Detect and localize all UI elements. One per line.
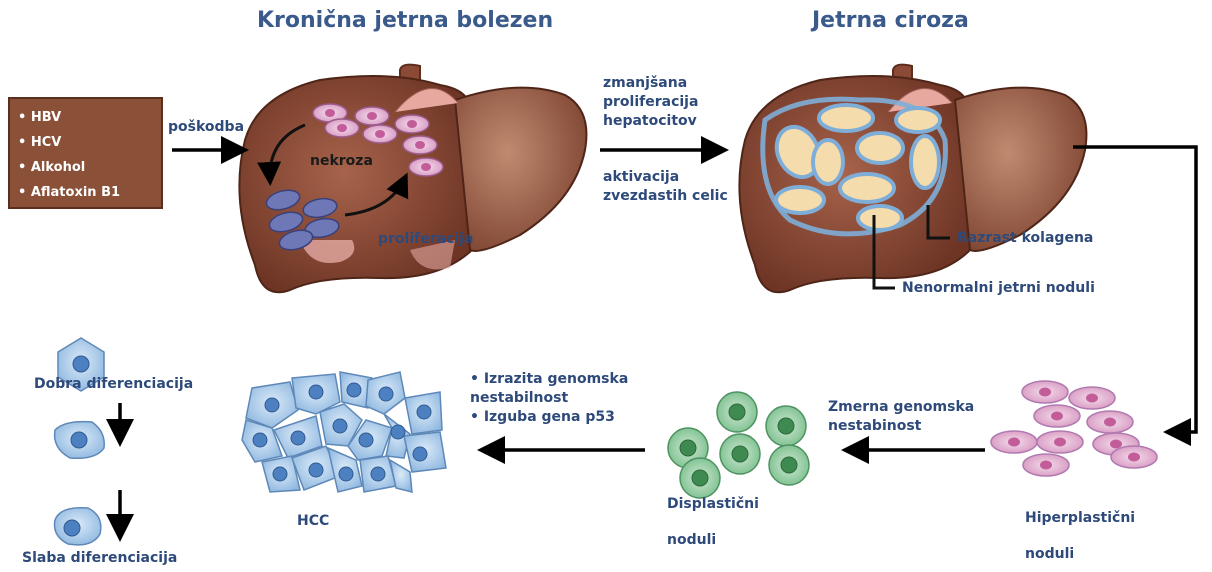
label-necrosis: nekroza — [310, 152, 373, 170]
cause-aflatoxin: • Aflatoxin B1 — [18, 180, 153, 205]
cause-hcv: • HCV — [18, 130, 153, 155]
label-hyperplastic-nodules: Hiperplastični noduli — [1025, 500, 1135, 572]
liver-chronic — [239, 65, 586, 293]
label-poor-differentiation: Slaba diferenciacija — [22, 549, 177, 567]
cause-hbv: • HBV — [18, 105, 153, 130]
poorly-differentiated-cell — [55, 508, 101, 545]
label-abnormal-nodules: Nenormalni jetrni noduli — [902, 279, 1095, 297]
hcc-cell-cluster — [242, 372, 446, 492]
label-hcc: HCC — [297, 512, 329, 530]
label-marked-instability: • Izrazita genomska nestabilnost • Izgub… — [470, 370, 628, 427]
hyperplastic-cells — [991, 381, 1157, 476]
label-injury: poškodba — [168, 118, 244, 136]
label-good-differentiation: Dobra diferenciacija — [34, 375, 193, 393]
title-chronic-liver-disease: Kronična jetrna bolezen — [257, 8, 553, 33]
label-collagen: Razrast kolagena — [957, 229, 1093, 247]
cause-alcohol: • Alkohol — [18, 155, 153, 180]
dysplastic-cells — [668, 392, 809, 498]
title-liver-cirrhosis: Jetrna ciroza — [812, 8, 969, 33]
label-proliferation: proliferacija — [378, 230, 473, 248]
intermediate-cell — [55, 422, 105, 459]
label-stellate-activation: aktivacija zvezdastih celic — [603, 168, 728, 206]
label-moderate-instability: Zmerna genomska nestabinost — [828, 398, 974, 436]
causes-box: • HBV • HCV • Alkohol • Aflatoxin B1 — [8, 97, 163, 209]
label-reduced-proliferation: zmanjšana proliferacija hepatocitov — [603, 74, 698, 131]
label-dysplastic-nodules: Displastični noduli — [667, 486, 759, 558]
